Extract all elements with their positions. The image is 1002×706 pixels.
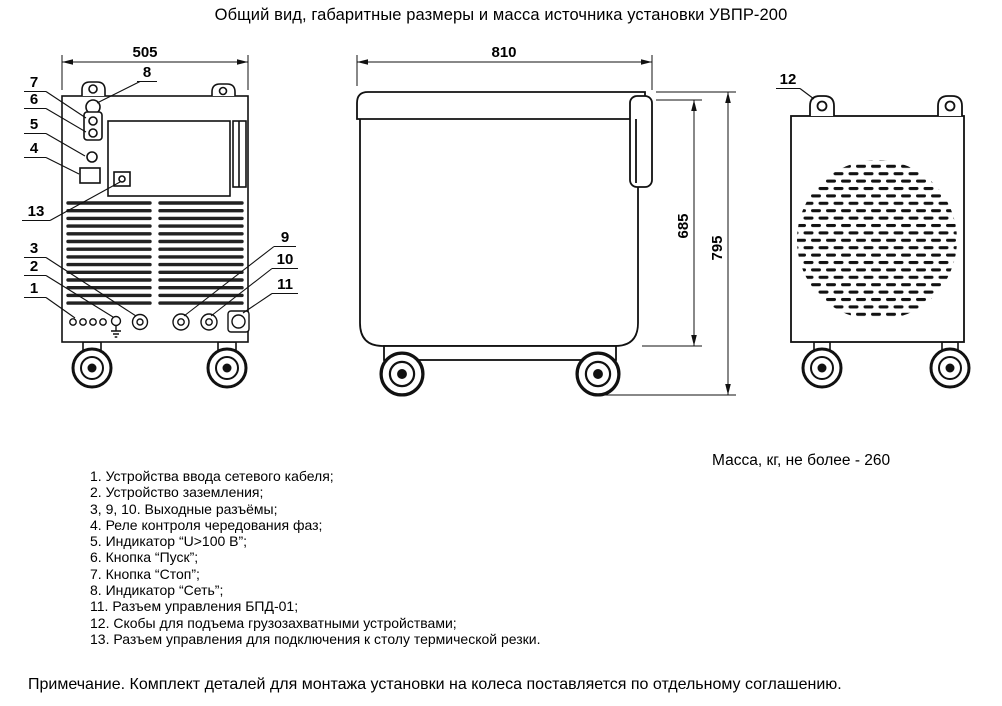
rear-right-lug-hole	[944, 100, 956, 112]
legend-item-12: 12. Скобы для подъема грузозахватными ус…	[90, 614, 457, 631]
dim-label-795: 795	[709, 235, 726, 260]
legend-item-3-9-10: 3, 9, 10. Выходные разъёмы;	[90, 500, 278, 517]
callout-3: 3	[30, 240, 38, 257]
side-lid	[356, 91, 646, 120]
mass-text: Масса, кг, не более - 260	[712, 452, 891, 469]
phase-relay	[79, 167, 101, 184]
side-rear-bracket	[629, 95, 653, 188]
rear-left-lug-hole	[816, 100, 828, 112]
callout-8: 8	[143, 64, 151, 81]
rear-left-lug	[809, 95, 835, 116]
cable-entry-2	[79, 318, 87, 326]
legend-item-13: 13. Разъем управления для подключения к …	[90, 630, 541, 647]
front-right-lug	[211, 83, 236, 96]
front-louvers-left	[66, 201, 152, 305]
callout-6: 6	[30, 91, 38, 108]
callout-7: 7	[30, 74, 38, 91]
front-louvers-right	[158, 201, 244, 305]
callout-13: 13	[28, 203, 45, 220]
footnote: Примечание. Комплект деталей для монтажа…	[28, 676, 842, 693]
side-view	[356, 91, 653, 397]
technical-drawing: 505 7 6 5 4 13 3 2 1 8 9 10	[22, 44, 971, 397]
callout-11: 11	[277, 276, 293, 293]
side-body	[359, 117, 639, 347]
output-connector-3	[131, 313, 149, 331]
legend-item-5: 5. Индикатор “U>100 В”;	[90, 533, 248, 550]
rear-left-wheel	[801, 347, 843, 389]
callout-1: 1	[30, 280, 38, 297]
dim-label-810: 810	[491, 44, 516, 61]
rear-right-wheel	[929, 347, 971, 389]
button-housing	[83, 111, 103, 141]
side-base	[383, 345, 617, 361]
start-button	[88, 128, 98, 138]
legend-item-6: 6. Кнопка “Пуск”;	[90, 549, 199, 566]
cable-entry-4	[99, 318, 107, 326]
cable-entry-1	[69, 318, 77, 326]
legend: 1. Устройства ввода сетевого кабеля; 2. …	[90, 468, 541, 647]
dim-side-width: 810	[356, 44, 653, 90]
front-right-wheel	[206, 347, 248, 389]
page-title: Общий вид, габаритные размеры и масса ис…	[214, 6, 788, 24]
legend-item-7: 7. Кнопка “Стоп”;	[90, 565, 200, 582]
output-connector-9	[172, 313, 190, 331]
dim-total-height: 795	[592, 91, 736, 396]
callout-10: 10	[277, 251, 294, 268]
legend-item-11: 11. Разъем управления БПД-01;	[90, 598, 299, 615]
stop-button	[88, 116, 98, 126]
legend-item-4: 4. Реле контроля чередования фаз;	[90, 516, 323, 533]
output-connector-10	[200, 313, 218, 331]
side-right-wheel	[575, 351, 621, 397]
dim-front-width: 505	[61, 44, 249, 90]
rear-right-lug	[937, 95, 963, 116]
front-callouts: 7 6 5 4 13 3 2 1 8 9 10 11	[22, 64, 298, 319]
legend-item-1: 1. Устройства ввода сетевого кабеля;	[90, 468, 334, 484]
callout-2: 2	[30, 258, 38, 275]
front-right-lug-hole	[218, 86, 228, 96]
fan-grille	[797, 160, 957, 320]
callout-4: 4	[30, 140, 39, 157]
cable-entry-3	[89, 318, 97, 326]
front-left-wheel	[71, 347, 113, 389]
ground-terminal	[110, 315, 122, 338]
front-connectors	[69, 310, 250, 338]
side-left-wheel	[379, 351, 425, 397]
table-control-connector-pin	[118, 175, 126, 183]
front-view	[61, 81, 250, 389]
rear-callouts: 12	[776, 71, 815, 100]
callout-12: 12	[780, 71, 797, 88]
front-left-lug	[81, 81, 106, 96]
voltage-indicator	[86, 151, 98, 163]
front-left-lug-hole	[88, 84, 98, 94]
bpd-control-connector	[227, 310, 250, 333]
dim-label-505: 505	[132, 44, 157, 61]
legend-item-8: 8. Индикатор “Сеть”;	[90, 582, 224, 599]
dim-body-height: 685	[642, 99, 702, 347]
legend-item-2: 2. Устройство заземления;	[90, 484, 264, 501]
rear-view	[790, 95, 971, 389]
callout-9: 9	[281, 229, 289, 246]
dim-label-685: 685	[675, 213, 692, 238]
callout-5: 5	[30, 116, 38, 133]
